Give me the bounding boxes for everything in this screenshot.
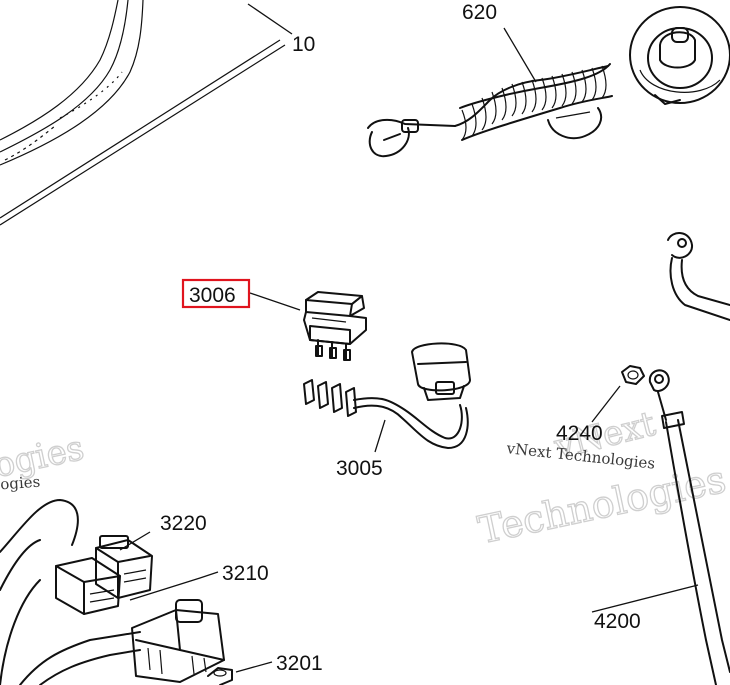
- callout-labels: 10 620 3006 3005 4240 3220 3210 4200 320…: [160, 1, 641, 675]
- watermark-left-small: ogies: [0, 473, 41, 494]
- watermark-right-large-2: Technologies: [474, 457, 729, 552]
- highlight-box-3006: [181, 278, 251, 309]
- part-3210-connector: [55, 557, 121, 615]
- callout-3220: 3220: [160, 512, 207, 535]
- callout-3005: 3005: [336, 457, 383, 480]
- coil-spring: [454, 63, 613, 141]
- large-connector: [131, 599, 225, 683]
- part-4200-battery-cable: [648, 369, 730, 685]
- callout-3210: 3210: [222, 562, 269, 585]
- callout-4200: 4200: [594, 610, 641, 633]
- callout-10: 10: [292, 33, 315, 56]
- callout-620: 620: [462, 1, 497, 24]
- part-4240-nut: [621, 365, 645, 385]
- lanyard-switch: [629, 6, 730, 105]
- part-3005-harness: [303, 342, 471, 449]
- left-harness: [0, 499, 141, 685]
- part-3201-screw: [207, 667, 233, 685]
- callout-4240: 4240: [556, 422, 603, 445]
- part-3006-rocker-switch: [303, 291, 367, 361]
- part-10-panel: [0, 0, 286, 226]
- leader-lines: [119, 3, 699, 673]
- callout-3201: 3201: [276, 652, 323, 675]
- connector-3005: [411, 342, 471, 401]
- callout-3006: 3006: [189, 284, 236, 307]
- part-620-tether-cord: [367, 6, 730, 158]
- battery-cable-upper: [667, 232, 730, 321]
